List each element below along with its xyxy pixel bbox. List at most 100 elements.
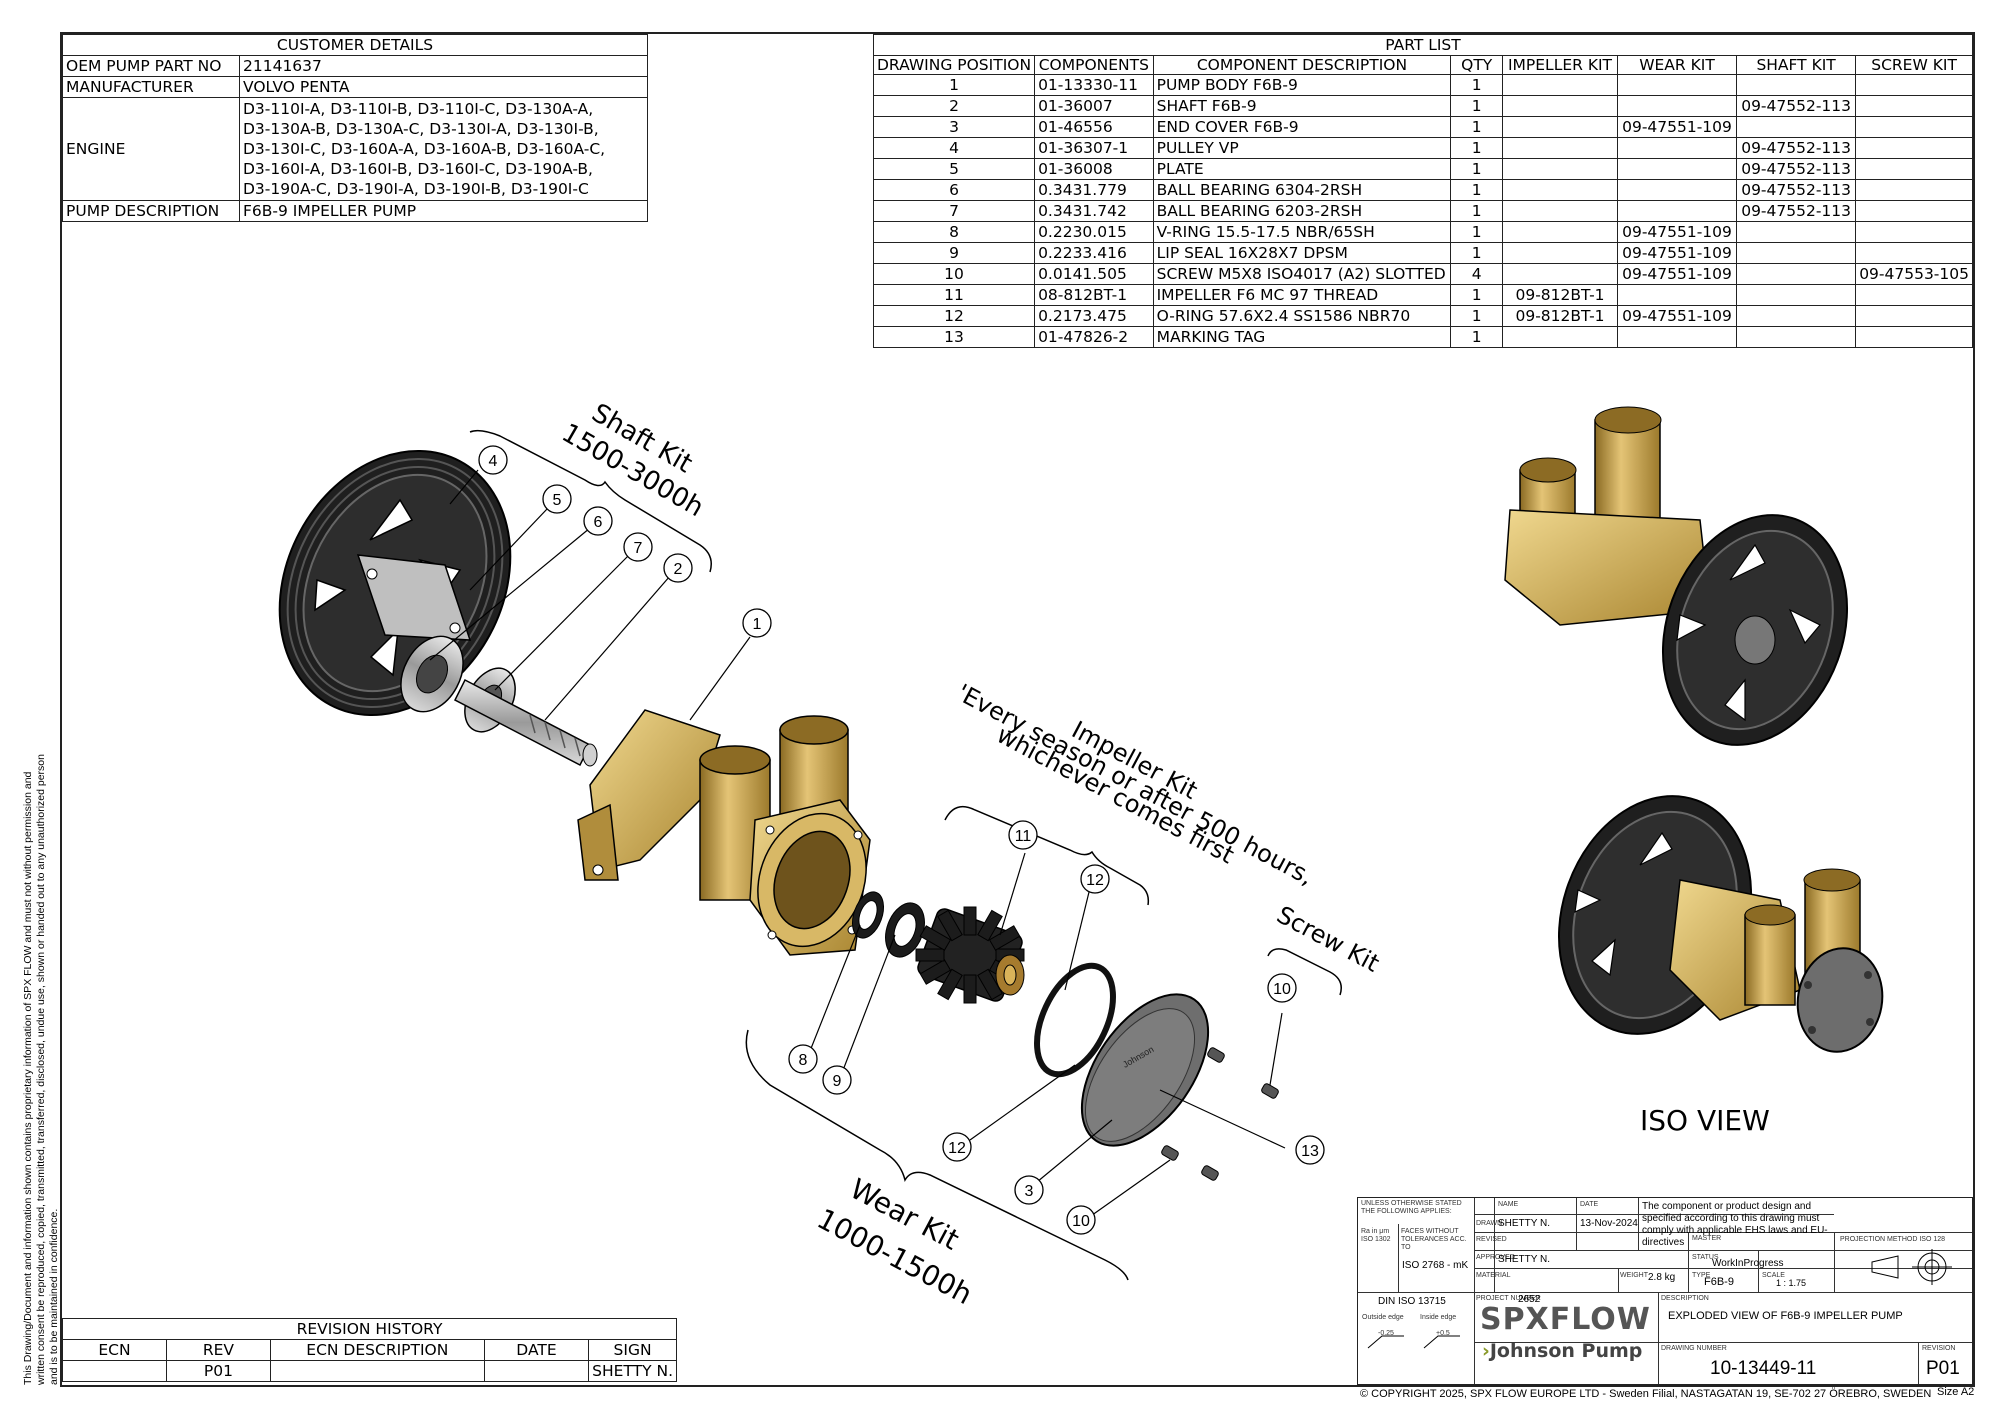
row-value: VOLVO PENTA [239, 76, 648, 98]
sheet-size: Size A2 [1937, 1386, 1975, 1398]
revision-label: REVISION [1922, 1345, 1956, 1352]
spxflow-logo: SPXFLOW [1480, 1302, 1651, 1337]
balloon-circle [1066, 1205, 1096, 1235]
material-label: MATERIAL [1476, 1272, 1511, 1279]
approved-name: SHETTY N. [1498, 1254, 1551, 1265]
table-cell: 09-47552-113 [1736, 158, 1857, 180]
table-cell: 01-47826-2 [1034, 326, 1154, 348]
table-cell: LIP SEAL 16X28X7 DPSM [1152, 242, 1452, 264]
drawing-number: 10-13449-11 [1710, 1358, 1817, 1379]
project-number: 2652 [1518, 1294, 1541, 1305]
balloon-circle [583, 506, 613, 536]
balloon-number: 10 [1273, 981, 1291, 998]
table-row: OEM PUMP PART NO 21141637 [62, 55, 648, 77]
outside-edge-value: -0.25 [1378, 1330, 1394, 1337]
inside-edge-value: +0.5 [1436, 1330, 1450, 1337]
iso-view-label: ISO VIEW [1640, 1104, 1770, 1137]
ecn-description-cell [269, 1360, 485, 1382]
engine-line: D3-160I-A, D3-160I-B, D3-160I-C, D3-190A… [243, 160, 593, 178]
balloon-number: 1 [753, 616, 762, 633]
engine-line: D3-130I-C, D3-160A-A, D3-160A-B, D3-160A… [243, 140, 606, 158]
table-row: ENGINE D3-110I-A, D3-110I-B, D3-110I-C, … [62, 97, 648, 201]
impeller-blade [988, 925, 1021, 951]
table-row: P01 SHETTY N. [62, 1360, 677, 1382]
status-value: WorkInProgress [1712, 1258, 1784, 1269]
revision-history-title: REVISION HISTORY [62, 1318, 677, 1340]
table-cell [1855, 326, 1973, 348]
johnson-pump-logo: ›Johnson Pump [1482, 1340, 1643, 1362]
description-value: EXPLODED VIEW OF F6B-9 IMPELLER PUMP [1668, 1310, 1903, 1322]
balloon-number: 11 [1015, 828, 1032, 845]
kit-brackets [469, 429, 1342, 1281]
balloon-number: 12 [948, 1140, 966, 1157]
table-cell: BALL BEARING 6304-2RSH [1152, 179, 1452, 201]
screws [1161, 1047, 1279, 1181]
copyright: © COPYRIGHT 2025, SPX FLOW EUROPE LTD - … [1360, 1388, 1932, 1400]
table-row: PUMP DESCRIPTION F6B-9 IMPELLER PUMP [62, 200, 648, 222]
table-row: MANUFACTURER VOLVO PENTA [62, 76, 648, 98]
projection-label: PROJECTION METHOD ISO 128 [1840, 1236, 1946, 1243]
engine-list: D3-110I-A, D3-110I-B, D3-110I-C, D3-130A… [239, 97, 648, 201]
balloon-circle [1295, 1135, 1325, 1165]
pump-body [577, 709, 871, 956]
table-cell: 09-47552-113 [1736, 95, 1857, 117]
balloon-circle [1008, 820, 1038, 850]
impeller-blade [937, 968, 963, 1001]
table-cell: 0.2233.416 [1034, 242, 1154, 264]
drawing-number-label: DRAWING NUMBER [1661, 1345, 1727, 1352]
table-cell: 09-47552-113 [1736, 200, 1857, 222]
compliance-note: The component or product design and spec… [1642, 1201, 1828, 1248]
table-cell: V-RING 15.5-17.5 NBR/65SH [1152, 221, 1452, 243]
projection-symbol [1871, 1249, 1952, 1285]
impeller-blade [919, 959, 952, 985]
scale-label: SCALE [1762, 1272, 1785, 1279]
table-cell: 0.3431.742 [1034, 200, 1154, 222]
balloon-number: 6 [594, 514, 603, 531]
table-cell: 09-47552-113 [1736, 179, 1857, 201]
engine-line: D3-130A-B, D3-130A-C, D3-130I-A, D3-130I… [243, 120, 599, 138]
balloon-circle [1014, 1175, 1044, 1205]
table-cell: PUMP BODY F6B-9 [1152, 74, 1452, 96]
col-header: WEAR KIT [1616, 55, 1738, 75]
confidentiality-note: This Drawing/Document and information sh… [22, 754, 60, 1385]
balloon-number: 5 [553, 492, 562, 509]
table-cell: 09-812BT-1 [1502, 284, 1618, 306]
col-header: REV [165, 1339, 271, 1361]
date-label: DATE [1580, 1201, 1599, 1208]
iso-view-top [1504, 406, 1849, 746]
plate [356, 554, 472, 641]
iso-view-bottom [1558, 795, 1884, 1053]
revision-value: P01 [1926, 1358, 1960, 1379]
title-block: UNLESS OTHERWISE STATED THE FOLLOWING AP… [1357, 1197, 1973, 1385]
unless-stated: UNLESS OTHERWISE STATED THE FOLLOWING AP… [1361, 1200, 1462, 1215]
table-cell: 09-47551-109 [1616, 116, 1738, 138]
table-cell: 01-36008 [1034, 158, 1154, 180]
row-label: ENGINE [62, 97, 240, 201]
impeller [915, 906, 1025, 1004]
project-label: PROJECT NUMBER [1476, 1295, 1541, 1302]
drawn-label: DRAWN [1476, 1220, 1503, 1227]
revision-history-table: REVISION HISTORY ECN REV ECN DESCRIPTION… [62, 1318, 677, 1382]
col-header: DRAWING POSITION [872, 55, 1036, 75]
type-label: TYPE [1692, 1272, 1711, 1279]
drawn-date: 13-Nov-2024 [1580, 1218, 1638, 1229]
screw-kit-label: Screw Kit [1272, 901, 1384, 978]
balloon-number: 3 [1025, 1183, 1034, 1200]
leader-lines [429, 469, 1286, 1219]
date-cell [483, 1360, 590, 1382]
engine-line: D3-110I-A, D3-110I-B, D3-110I-C, D3-130A… [243, 100, 594, 118]
weight-value: 2.8 kg [1648, 1272, 1676, 1283]
table-cell: SCREW M5X8 ISO4017 (A2) SLOTTED [1152, 263, 1452, 285]
table-cell: 0.3431.779 [1034, 179, 1154, 201]
impeller-blade [919, 925, 952, 951]
table-cell: 09-47551-109 [1616, 221, 1738, 243]
master-label: MASTER [1692, 1235, 1722, 1242]
revised-label: REVISED [1476, 1236, 1507, 1243]
impeller-blade [915, 948, 945, 962]
